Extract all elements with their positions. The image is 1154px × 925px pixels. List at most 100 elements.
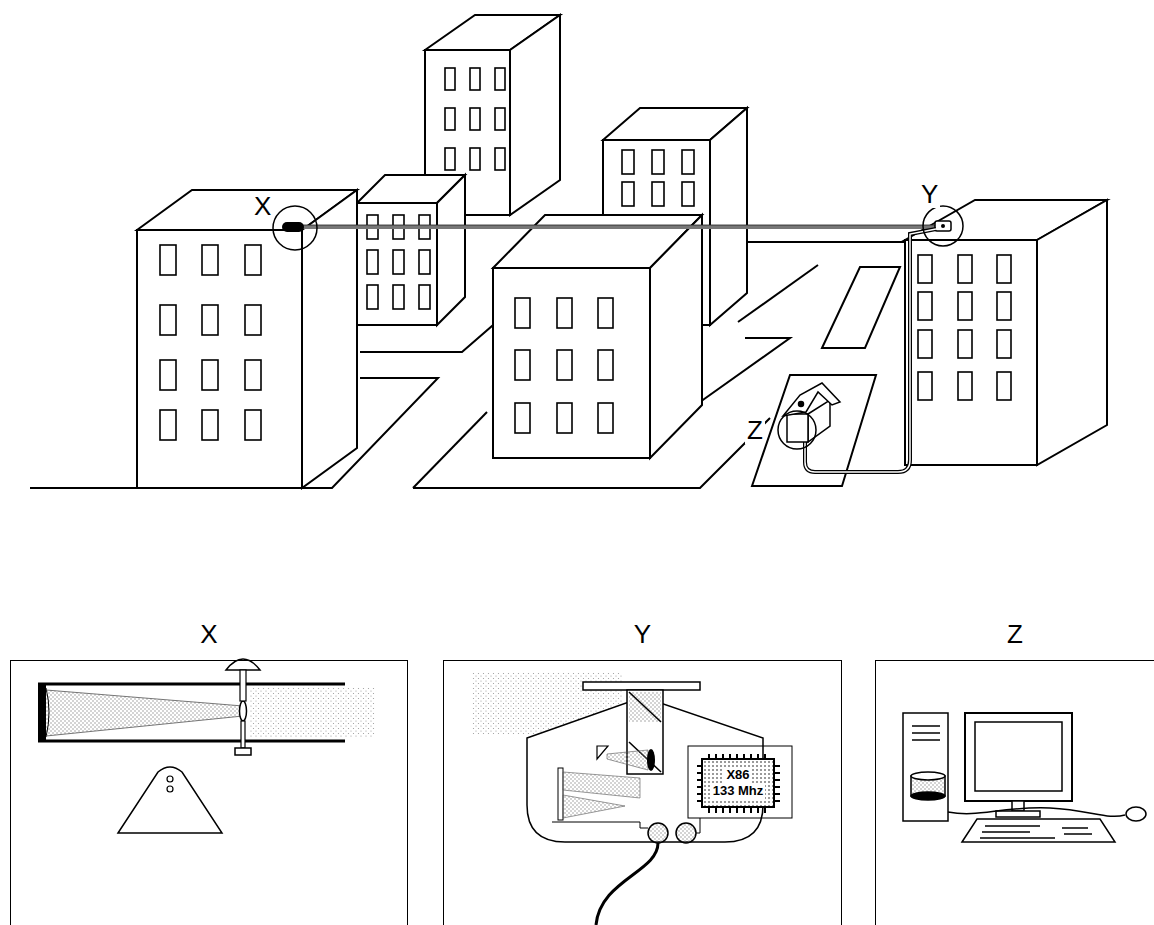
building xyxy=(515,403,530,433)
building xyxy=(160,360,176,390)
laser-link xyxy=(300,225,938,226)
building xyxy=(515,298,530,328)
building xyxy=(245,305,261,335)
street-outline xyxy=(752,375,876,486)
cable xyxy=(805,229,936,472)
building xyxy=(997,255,1011,283)
receiver-unit xyxy=(688,746,792,818)
building xyxy=(202,245,218,275)
building xyxy=(245,410,261,440)
building xyxy=(682,182,694,206)
receiver-unit xyxy=(647,749,655,771)
computer xyxy=(965,713,1072,801)
building xyxy=(997,372,1011,400)
building xyxy=(393,250,404,274)
chip-pin xyxy=(715,808,717,813)
building xyxy=(137,190,357,488)
chip-pin xyxy=(775,779,780,781)
telescope xyxy=(46,688,49,737)
chip-pin xyxy=(775,765,780,767)
receiver-unit xyxy=(583,682,700,690)
computer xyxy=(975,722,1062,791)
laser-link xyxy=(300,225,938,229)
building xyxy=(137,15,1107,488)
building xyxy=(1037,200,1107,465)
building xyxy=(445,148,455,170)
chip-pin xyxy=(708,808,710,813)
chip-pin xyxy=(729,754,731,759)
computer xyxy=(911,772,945,780)
building xyxy=(905,200,1107,465)
computer xyxy=(1126,807,1146,821)
telescope xyxy=(118,767,222,833)
computer xyxy=(980,837,1055,839)
detail-panel: YX86133 Mhz xyxy=(443,660,842,925)
house xyxy=(787,414,808,442)
callout-circle xyxy=(273,206,963,449)
computer xyxy=(912,732,940,734)
receiver-unit xyxy=(552,822,648,828)
telescope xyxy=(46,690,243,706)
chip-pin xyxy=(757,808,759,813)
telescope xyxy=(38,740,345,743)
receiver-unit xyxy=(648,823,668,843)
receiver-unit xyxy=(607,750,648,770)
laser-link xyxy=(282,222,304,232)
computer xyxy=(1062,827,1088,829)
detail-panel: X xyxy=(10,660,408,925)
computer xyxy=(985,825,1040,827)
computer xyxy=(982,831,1030,833)
chip-pin xyxy=(729,808,731,813)
building xyxy=(958,372,972,400)
laser-link xyxy=(282,221,951,232)
telescope xyxy=(38,684,46,741)
building xyxy=(470,108,480,130)
building xyxy=(495,68,505,90)
cable xyxy=(805,229,936,472)
building xyxy=(493,215,702,458)
building xyxy=(160,245,176,275)
street-outline xyxy=(700,338,790,402)
receiver-unit xyxy=(696,818,700,833)
building xyxy=(137,230,302,488)
building xyxy=(652,150,664,174)
chip-pin xyxy=(775,793,780,795)
building xyxy=(622,150,634,174)
building xyxy=(958,255,972,283)
chip-pin xyxy=(697,786,702,788)
receiver-unit xyxy=(597,746,608,759)
building xyxy=(598,298,613,328)
chip-label: X86 xyxy=(724,767,751,783)
building xyxy=(419,250,430,274)
building xyxy=(918,330,932,358)
building xyxy=(245,245,261,275)
building xyxy=(357,203,437,325)
building xyxy=(367,250,378,274)
laser-link xyxy=(935,221,951,231)
detail-panel: Z xyxy=(875,660,1154,925)
street-outline xyxy=(413,412,487,488)
building xyxy=(160,410,176,440)
building xyxy=(918,292,932,320)
chip-pin xyxy=(697,793,702,795)
building xyxy=(650,215,702,458)
building xyxy=(419,285,430,309)
computer xyxy=(996,811,1040,817)
building xyxy=(905,240,1037,465)
telescope xyxy=(38,659,375,833)
chip-pin xyxy=(750,754,752,759)
callout-circle xyxy=(923,206,963,246)
chip-pin xyxy=(775,786,780,788)
house xyxy=(808,400,830,442)
receiver-unit xyxy=(563,772,640,798)
receiver-unit xyxy=(629,692,661,722)
laser-link xyxy=(941,224,945,228)
chip-pin xyxy=(708,754,710,759)
chip-pin xyxy=(697,800,702,802)
building xyxy=(445,68,455,90)
chip-pin xyxy=(743,754,745,759)
computer xyxy=(903,713,1146,842)
callout-circle xyxy=(778,411,816,449)
